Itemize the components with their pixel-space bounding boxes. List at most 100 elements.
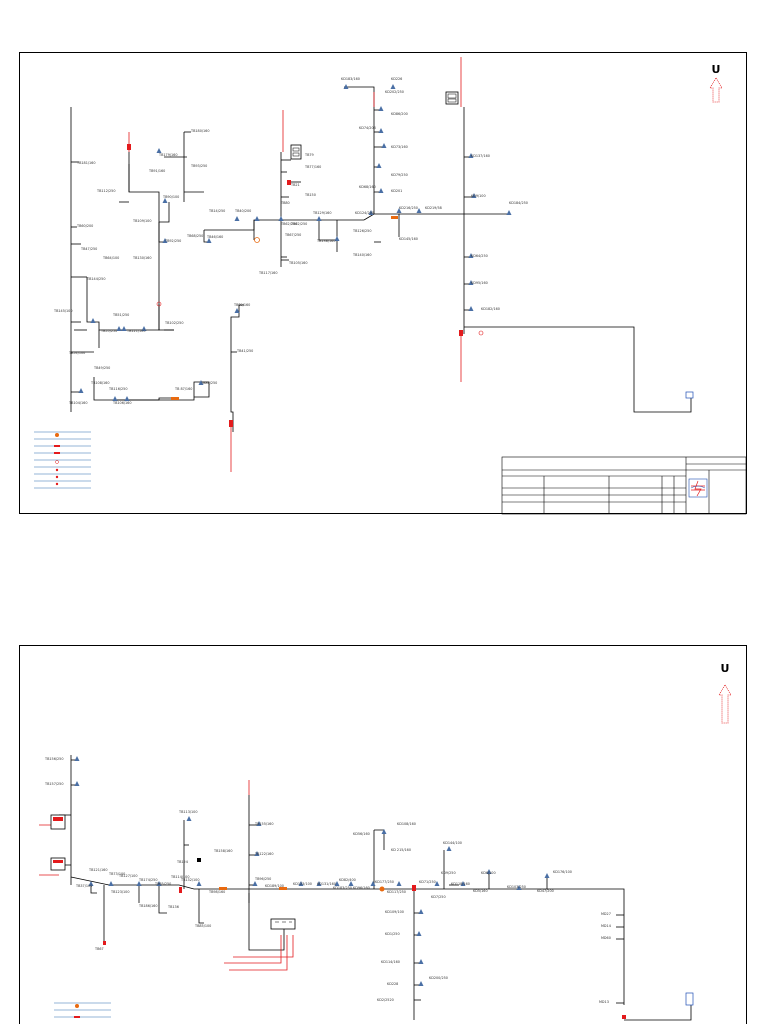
node-label: TB102/250 [164,321,183,325]
node-label: TB105/160 [288,261,307,265]
node-label: TB140/160 [352,253,371,257]
transformer-triangle-icon [116,326,122,331]
node-label: TB127/100 [118,874,137,878]
node-label: KD79/250 [391,173,408,177]
supply-lines [39,780,294,971]
node-label: TB49/250 [93,366,110,370]
node-label: TB91/160 [148,169,165,173]
node-label: MD60 [601,936,611,940]
transformer-triangle-icon [418,959,424,964]
node-label: KD95/160 [471,281,488,285]
node-label: KD74/208 [359,126,376,130]
node-label: TB96/250 [254,877,271,881]
transformer-triangle-icon [506,210,512,215]
sheet-2-frame [19,645,747,1024]
transformer-triangle-icon [381,143,387,148]
node-label: KD202/250 [385,90,404,94]
node-label: TB62/250 [280,222,297,226]
transformer-triangle-icon [378,106,384,111]
transformer-triangle-icon [471,193,477,198]
node-label: KD144/100 [443,841,462,845]
transformer-triangle-icon [206,238,212,243]
node-label: KD68/160 [359,185,376,189]
transformer-triangle-icon [486,869,492,874]
node-label: TB62/250 [290,222,307,226]
north-label: U [721,662,730,675]
node-label: KD7/250 [431,895,446,899]
node-label: KD182/160 [481,307,500,311]
transformer-triangle-icon [376,163,382,168]
node-label: TB85/100 [194,924,211,928]
network-lines [70,86,692,432]
transformer-triangle-icon [416,208,422,213]
transformer-triangle-icon [418,981,424,986]
transformer-triangle-icon [370,881,376,886]
node-label: KD2/2520 [377,998,394,1002]
node-label: TB155/160 [254,822,273,826]
transformer-triangle-icon [141,326,147,331]
transformer-triangle-icon [516,885,522,890]
node-label: KD201 [391,189,402,193]
transformer-triangle-icon [108,881,114,886]
transformer-triangle-icon [162,198,168,203]
transformer-triangle-icon [368,210,374,215]
network-lines [59,755,692,1021]
node-label: TB60/200 [76,224,93,228]
north-arrow: U [709,63,723,103]
sheet-1-frame [19,52,747,514]
node-label: KD71/250 [419,880,436,884]
transformer-triangle-icon [446,846,452,851]
up-arrow-icon [718,684,732,724]
transformer-triangle-icon [316,216,322,221]
node-label: TB157/250 [44,782,63,786]
substation-box-icon [290,91,694,399]
node-label: TB55/250 [100,329,117,333]
transformer-triangle-icon [418,909,424,914]
node-label: TB156/250 [44,757,63,761]
transformer-triangle-icon [378,128,384,133]
node-label: KD73/160 [391,145,408,149]
node-label: TB130/160 [132,256,151,260]
node-label: KD6/100 [481,871,496,875]
schematic-sheet-1: U [19,52,747,515]
node-label: KD137/160 [471,154,490,158]
transformer-triangle-icon [234,216,240,221]
node-label: TB112/250 [96,189,115,193]
node-label: TB65/250 [154,882,171,886]
node-label: TB181/160 [76,161,95,165]
node-label: TB54/100 [68,351,85,355]
node-label: KD123/100 [293,882,312,886]
node-label: KD108/160 [397,822,416,826]
node-label: KD219/58 [425,206,442,210]
node-label: KD117/250 [387,890,406,894]
supply-lines [128,57,462,472]
transformer-triangle-icon [434,881,440,886]
node-label: TB86/250 [200,381,217,385]
node-label: TB186/160 [138,904,157,908]
transformer-triangle-icon [196,881,202,886]
transformer-triangle-icon [278,216,284,221]
transformer-triangle-icon [468,306,474,311]
transformer-triangle-icon [234,308,240,313]
transformer-triangle-icon [381,829,387,834]
transformer-triangle-icon [334,881,340,886]
node-label: TB80 [280,201,290,205]
node-label: TB126/250 [352,229,371,233]
transformer-triangle-icon [468,153,474,158]
node-label: KD82/400 [339,878,356,882]
node-label: TB121/100 [126,329,145,333]
transformer-triangle-icon [112,396,118,401]
node-label: TB108/160 [90,381,109,385]
node-label: KD96/160 [353,886,370,890]
node-label: TB158/160 [213,849,232,853]
node-label: TB14/250 [208,209,225,213]
node-label: KD228 [387,982,398,986]
node-label: TB 87/160 [174,387,192,391]
node-label: TB117/160 [258,271,277,275]
transformer-triangle-icon [468,280,474,285]
node-label: TB98/160 [208,890,225,894]
transformer-triangle-icon [460,881,466,886]
node-label: KD1/250 [385,932,400,936]
node-label: KD118/160 [451,882,470,886]
node-label: TB90/100 [162,195,179,199]
